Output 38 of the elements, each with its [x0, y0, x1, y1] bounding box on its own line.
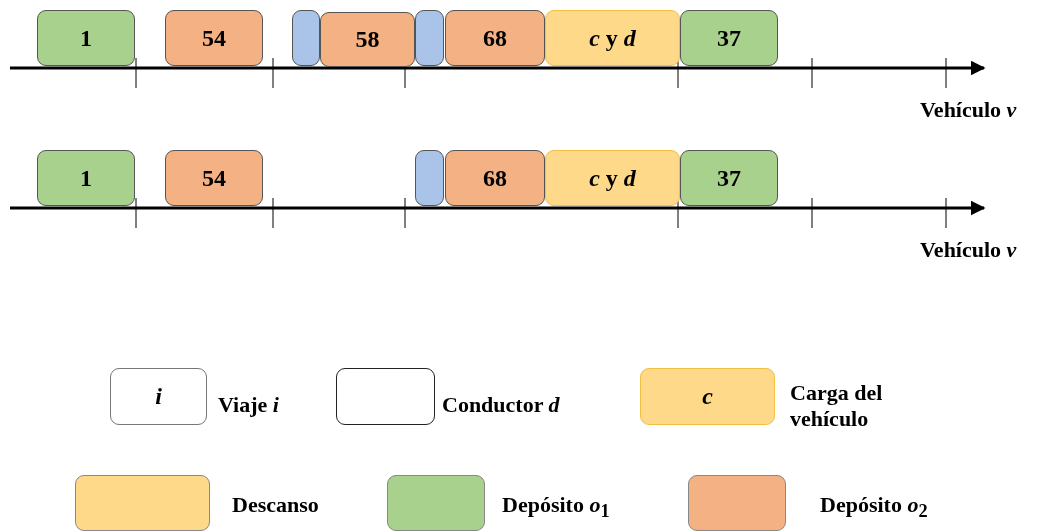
trip-block — [320, 12, 415, 67]
legend-label: Depósito o$_{1}$ — [502, 492, 610, 523]
trip-block — [545, 150, 680, 206]
driver-block — [415, 150, 444, 206]
axis-label: Vehículo v — [920, 237, 1017, 263]
driver-block — [415, 10, 444, 66]
block-label: 1 — [80, 24, 92, 52]
trip-block — [680, 150, 778, 206]
sample-caption: Conductor d — [442, 392, 561, 418]
block-label: 68 — [483, 164, 507, 192]
trip-block — [680, 10, 778, 66]
block-label: 1 — [80, 164, 92, 192]
trip-block — [37, 150, 135, 206]
block-label: 54 — [202, 164, 226, 192]
legend-label: Descanso — [232, 492, 319, 518]
legend-sample — [640, 368, 775, 425]
block-label: c y d — [589, 164, 636, 192]
block-label: c — [702, 383, 713, 410]
block-label: 37 — [717, 164, 741, 192]
sample-caption: Viaje i — [218, 392, 280, 418]
block-label: 37 — [717, 24, 741, 52]
legend-sample — [110, 368, 207, 425]
block-label: i — [155, 383, 162, 410]
block-label: 54 — [202, 24, 226, 52]
block-label: 58 — [355, 26, 380, 53]
trip-block — [37, 10, 135, 66]
block-label: c y d — [589, 24, 636, 52]
axis-label: Vehículo v — [920, 97, 1017, 123]
trip-block — [545, 10, 680, 66]
trip-block — [445, 10, 545, 66]
trip-block — [165, 150, 263, 206]
legend-sample — [336, 368, 435, 425]
driver-block — [292, 10, 320, 66]
trip-block — [165, 10, 263, 66]
block-label: 68 — [483, 24, 507, 52]
legend-label: Depósito o$_{2}$ — [820, 492, 928, 523]
trip-block — [445, 150, 545, 206]
sample-caption: Carga del vehículo — [790, 380, 884, 432]
